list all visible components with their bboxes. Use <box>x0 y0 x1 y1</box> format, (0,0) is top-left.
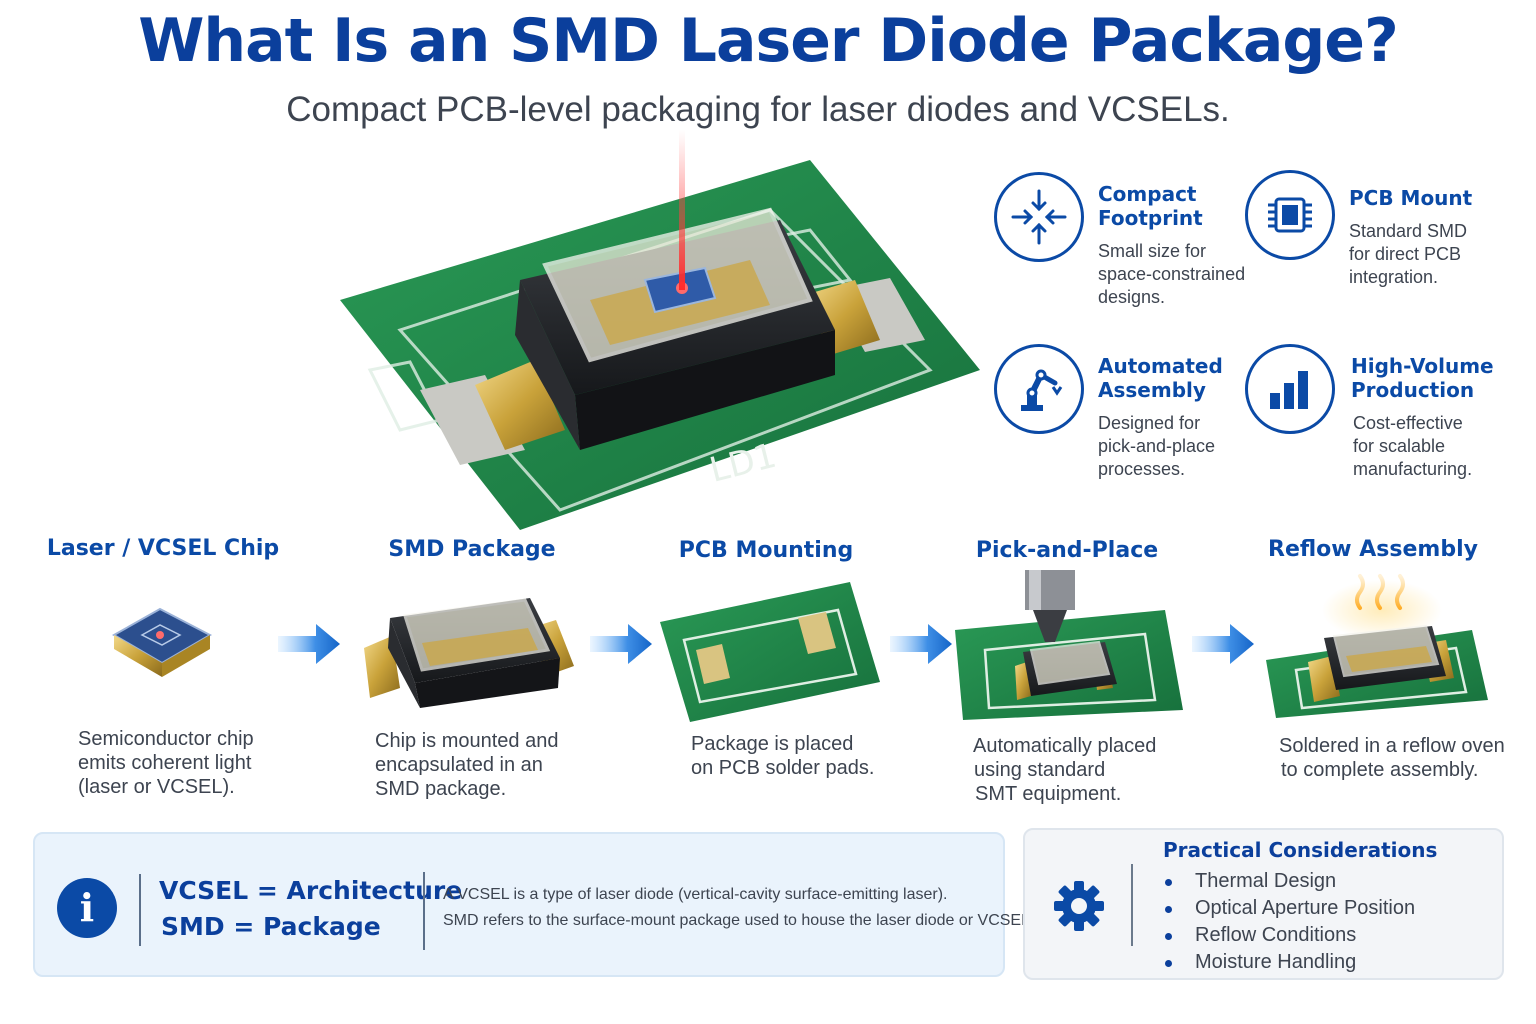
page-subtitle: Compact PCB-level packaging for laser di… <box>286 90 1230 129</box>
step-title-reflow-assembly: Reflow Assembly <box>1268 537 1478 562</box>
feature-title: PCB Mount <box>1349 186 1473 210</box>
arrow-right-icon <box>278 624 340 664</box>
step-title-chip: Laser / VCSEL Chip <box>46 536 280 561</box>
considerations-title: Practical Considerations <box>1163 838 1438 862</box>
compress-arrows-icon <box>994 172 1084 262</box>
divider <box>1131 864 1133 946</box>
page-title: What Is an SMD Laser Diode Package? <box>138 6 1399 76</box>
smd-package-illustration <box>364 598 574 708</box>
divider <box>139 874 141 946</box>
hero-smd-laser-illustration: LD1 <box>340 130 980 530</box>
list-item: Reflow Conditions <box>1163 922 1415 949</box>
divider <box>423 872 425 950</box>
arrow-right-icon <box>1192 624 1254 664</box>
gear-icon <box>1054 881 1104 931</box>
smd-package-label: SMD = Package <box>161 912 381 941</box>
step-title-smd-package: SMD Package <box>388 537 556 562</box>
info-panel: i VCSEL = Architecture SMD = Package A V… <box>33 832 1034 977</box>
reflow-assembly-illustration <box>1266 574 1488 718</box>
step-title-pcb-mounting: PCB Mounting <box>678 538 854 563</box>
info-note: A VCSEL is a type of laser diode (vertic… <box>443 886 948 903</box>
list-item: Moisture Handling <box>1163 949 1415 976</box>
pick-and-place-illustration <box>955 570 1183 720</box>
considerations-panel: Practical Considerations Thermal Design … <box>1023 828 1504 980</box>
arrow-right-icon <box>890 624 952 664</box>
list-item: Thermal Design <box>1163 868 1415 895</box>
considerations-list: Thermal Design Optical Aperture Position… <box>1163 868 1415 976</box>
step-title-pick-and-place: Pick-and-Place <box>975 538 1159 563</box>
bar-chart-icon <box>1245 344 1335 434</box>
arrow-right-icon <box>590 624 652 664</box>
robot-arm-icon <box>994 344 1084 434</box>
list-item: Optical Aperture Position <box>1163 895 1415 922</box>
chip-illustration <box>111 607 213 677</box>
chip-icon <box>1245 170 1335 260</box>
info-icon: i <box>57 878 117 938</box>
info-note: SMD refers to the surface-mount package … <box>443 912 1035 929</box>
pcb-mounting-illustration <box>660 582 880 722</box>
vcsel-architecture-label: VCSEL = Architecture <box>159 876 463 905</box>
